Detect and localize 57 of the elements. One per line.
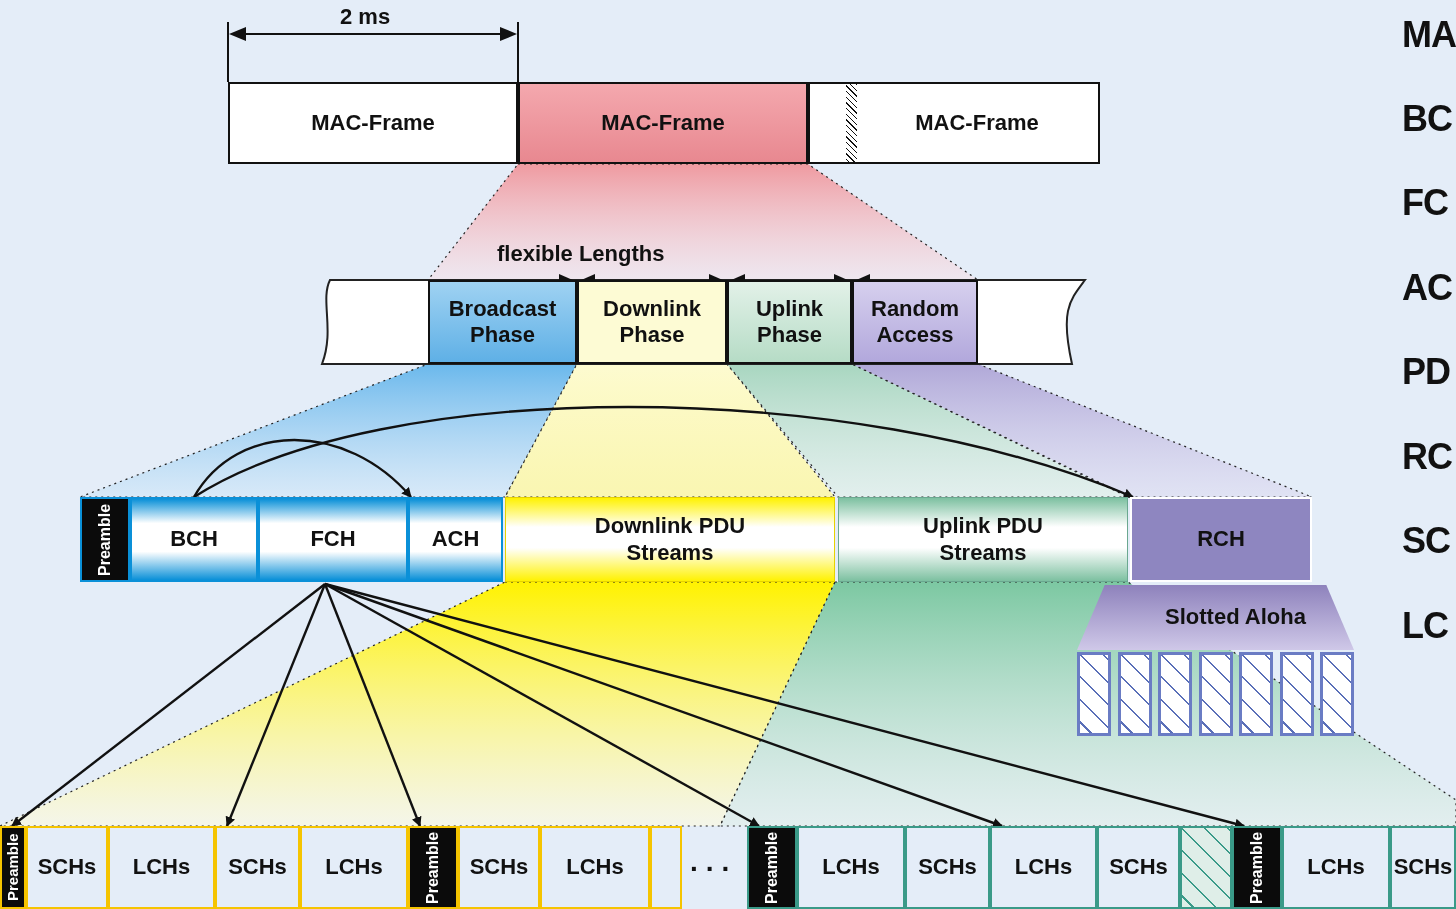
channel-block: BCH	[130, 497, 258, 582]
preamble-block: Preamble	[747, 826, 797, 909]
side-label: FC	[1402, 182, 1448, 224]
trapezoid-band: Slotted Aloha	[1077, 585, 1354, 650]
phase-box: Downlink Phase	[577, 280, 727, 364]
hatched-slot	[1279, 652, 1314, 736]
channel-cell: LCHs	[540, 826, 650, 909]
channel-block: RCH	[1130, 497, 1312, 582]
channel-cell: LCHs	[108, 826, 215, 909]
hatched-slot	[1158, 652, 1192, 736]
channel-cell: SCHs	[215, 826, 300, 909]
side-label: MA	[1402, 14, 1456, 56]
phase-box: Uplink Phase	[727, 280, 852, 364]
hatched-slot	[1198, 652, 1233, 736]
arrow	[11, 583, 326, 827]
channel-block: ACH	[408, 497, 503, 582]
arrow	[193, 438, 412, 498]
channel-cell: LCHs	[1282, 826, 1390, 909]
arrow	[193, 405, 1134, 499]
hatched-slot	[1320, 652, 1354, 736]
stream-block: Downlink PDU Streams	[505, 497, 835, 582]
phase-box: Random Access	[852, 280, 978, 364]
channel-cell: LCHs	[990, 826, 1097, 909]
preamble-block: Preamble	[408, 826, 458, 909]
channel-cell: SCHs	[458, 826, 540, 909]
stream-block: Uplink PDU Streams	[838, 497, 1128, 582]
preamble-block: Preamble	[80, 497, 130, 582]
side-label: PD	[1402, 351, 1450, 393]
hatched-slot	[1077, 652, 1111, 736]
hatched-cell	[1180, 826, 1232, 909]
side-label: LC	[1402, 605, 1448, 647]
frame-box: MAC-Frame	[808, 82, 1100, 164]
empty-cell	[650, 826, 682, 909]
channel-cell: SCHs	[1390, 826, 1456, 909]
hatched-slot	[1239, 652, 1273, 736]
frame-box: MAC-Frame	[228, 82, 518, 164]
channel-block: FCH	[258, 497, 408, 582]
channel-cell: LCHs	[797, 826, 905, 909]
channel-cell: SCHs	[26, 826, 108, 909]
side-label: BC	[1402, 98, 1452, 140]
channel-cell: LCHs	[300, 826, 408, 909]
hatched-slot	[1117, 652, 1152, 736]
ellipsis-mark: ...	[690, 846, 738, 878]
channel-cell: SCHs	[1097, 826, 1180, 909]
arrow	[324, 582, 1245, 829]
phase-box: Broadcast Phase	[428, 280, 577, 364]
channel-cell: SCHs	[905, 826, 990, 909]
preamble-block: Preamble	[1232, 826, 1282, 909]
arrow	[225, 583, 327, 827]
side-label: SC	[1402, 520, 1450, 562]
side-label: AC	[1402, 267, 1452, 309]
arrow	[323, 583, 422, 827]
frame-box: MAC-Frame	[518, 82, 808, 164]
preamble-block: Preamble	[0, 826, 26, 909]
note-text: flexible Lengths	[497, 241, 665, 267]
dimension-label: 2 ms	[340, 4, 391, 30]
side-label: RC	[1402, 436, 1452, 478]
